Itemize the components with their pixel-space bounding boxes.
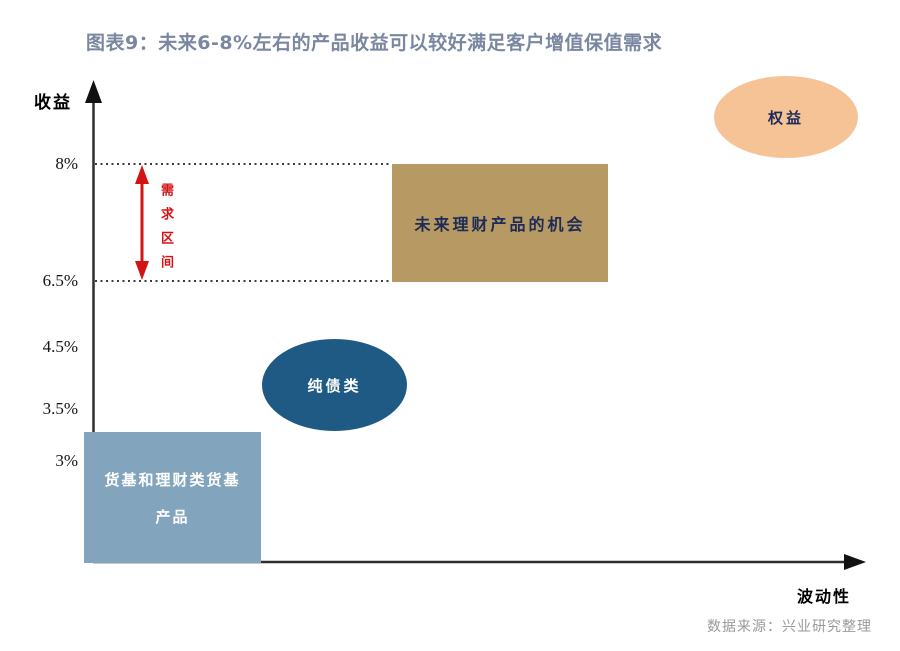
demand-range-label: 需求区间 — [158, 183, 173, 279]
region-pure-bond: 纯债类 — [262, 339, 407, 431]
data-source-note: 数据来源：兴业研究整理 — [707, 619, 872, 635]
demand-range-arrowhead-down-icon — [135, 261, 149, 280]
region-future-wm-opportunity: 未来理财产品的机会 — [392, 164, 608, 282]
region-future-wm-opportunity-label: 未来理财产品的机会 — [414, 215, 586, 234]
y-axis-arrowhead-icon — [85, 80, 102, 103]
region-pure-bond-label: 纯债类 — [307, 376, 362, 395]
y-tick-4_5pct: 4.5% — [42, 337, 78, 356]
region-equity-label: 权益 — [767, 108, 804, 127]
y-tick-3pct: 3% — [55, 451, 78, 470]
x-axis-arrowhead-icon — [844, 554, 866, 570]
y-tick-6_5pct: 6.5% — [42, 271, 78, 290]
y-tick-8pct: 8% — [55, 154, 78, 173]
chart-title: 图表9：未来6-8%左右的产品收益可以较好满足客户增值保值需求 — [86, 32, 663, 54]
y-tick-3_5pct: 3.5% — [42, 399, 78, 418]
region-money-fund-products: 货基和理财类货基 产品 — [84, 432, 261, 563]
region-money-fund-label-line2: 产品 — [155, 507, 190, 526]
x-axis-title: 波动性 — [797, 587, 852, 606]
region-equity: 权益 — [714, 76, 858, 158]
demand-range-arrowhead-up-icon — [135, 165, 149, 184]
y-axis-title: 收益 — [34, 93, 72, 113]
region-money-fund-label-line1: 货基和理财类货基 — [104, 470, 241, 489]
